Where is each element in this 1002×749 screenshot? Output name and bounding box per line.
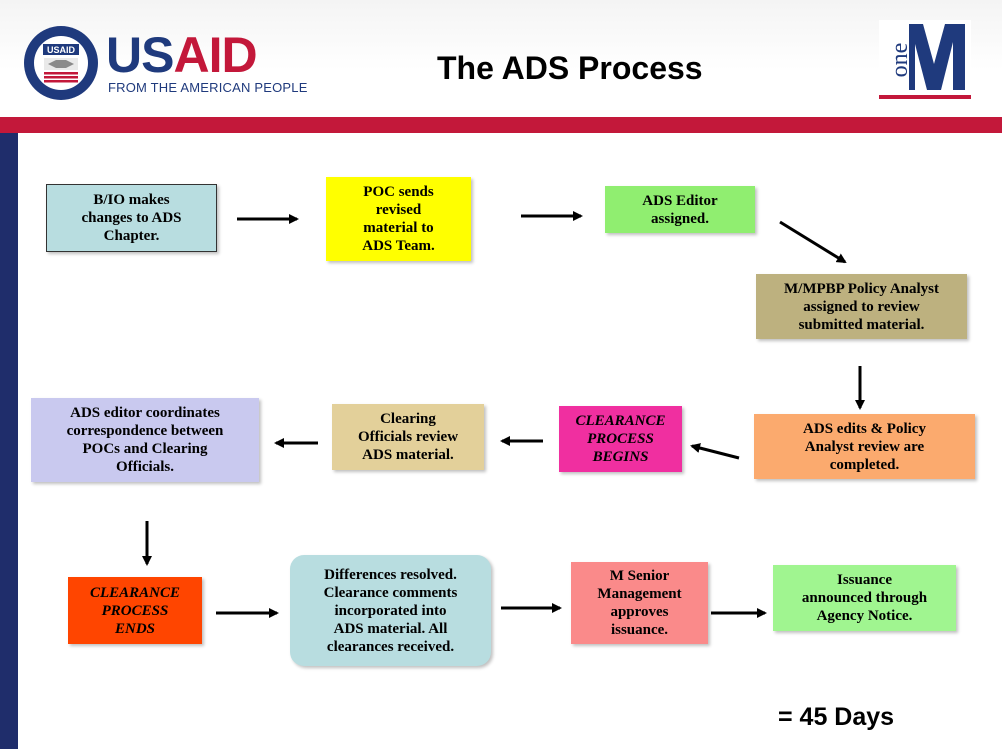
step-senior-label: M Senior Management approves issuance. bbox=[597, 568, 682, 638]
step-analyst-label: M/MPBP Policy Analyst assigned to review… bbox=[784, 280, 939, 333]
seal-label: USAID bbox=[47, 45, 76, 55]
step-clearance-ends: CLEARANCE PROCESS ENDS bbox=[68, 577, 202, 644]
step-editor-assigned: ADS Editor assigned. bbox=[605, 186, 755, 233]
step-clearing-review: Clearing Officials review ADS material. bbox=[332, 404, 484, 470]
total-days-label: = 45 Days bbox=[778, 703, 895, 731]
step-edits-completed: ADS edits & Policy Analyst review are co… bbox=[754, 414, 975, 479]
step-editor-coordinates: ADS editor coordinates correspondence be… bbox=[31, 398, 259, 482]
step-resolved-label: Differences resolved. Clearance comments… bbox=[323, 566, 458, 655]
header bbox=[0, 0, 1002, 117]
step-analyst-assigned: M/MPBP Policy Analyst assigned to review… bbox=[756, 274, 967, 339]
step-bio-changes: B/IO makes changes to ADS Chapter. bbox=[46, 184, 217, 252]
step-issuance-label: Issuance announced through Agency Notice… bbox=[801, 572, 928, 624]
arrow-editor-to-analyst bbox=[779, 220, 847, 264]
step-differences-resolved: Differences resolved. Clearance comments… bbox=[290, 555, 491, 666]
step-poc-sends: POC sends revised material to ADS Team. bbox=[326, 177, 471, 261]
wordmark-aid: AID bbox=[173, 27, 257, 83]
step-clearance-begins-label: CLEARANCE PROCESS BEGINS bbox=[575, 413, 666, 465]
left-accent-bar bbox=[0, 133, 18, 749]
arrow-edits-to-clearance bbox=[690, 443, 740, 460]
usaid-tagline: FROM THE AMERICAN PEOPLE bbox=[108, 80, 308, 95]
step-poc-label: POC sends revised material to ADS Team. bbox=[362, 184, 435, 254]
step-editor-label: ADS Editor assigned. bbox=[642, 192, 718, 227]
step-bio-label: B/IO makes changes to ADS Chapter. bbox=[81, 192, 182, 244]
wordmark-us: US bbox=[106, 27, 174, 83]
usaid-seal-icon: USAID bbox=[24, 26, 98, 100]
svg-text:one: one bbox=[887, 43, 913, 78]
step-edits-label: ADS edits & Policy Analyst review are co… bbox=[803, 420, 926, 473]
usaid-wordmark: USAID bbox=[106, 27, 258, 83]
one-m-logo-icon: one bbox=[879, 20, 971, 99]
header-red-bar bbox=[0, 117, 1002, 133]
page-title: The ADS Process bbox=[437, 50, 703, 86]
step-clearance-ends-label: CLEARANCE PROCESS ENDS bbox=[89, 584, 181, 637]
step-clearing-review-label: Clearing Officials review ADS material. bbox=[357, 411, 459, 463]
step-clearance-begins: CLEARANCE PROCESS BEGINS bbox=[559, 406, 682, 472]
step-coordinate-label: ADS editor coordinates correspondence be… bbox=[66, 405, 224, 475]
step-senior-approves: M Senior Management approves issuance. bbox=[571, 562, 708, 644]
step-issuance-announced: Issuance announced through Agency Notice… bbox=[773, 565, 956, 631]
